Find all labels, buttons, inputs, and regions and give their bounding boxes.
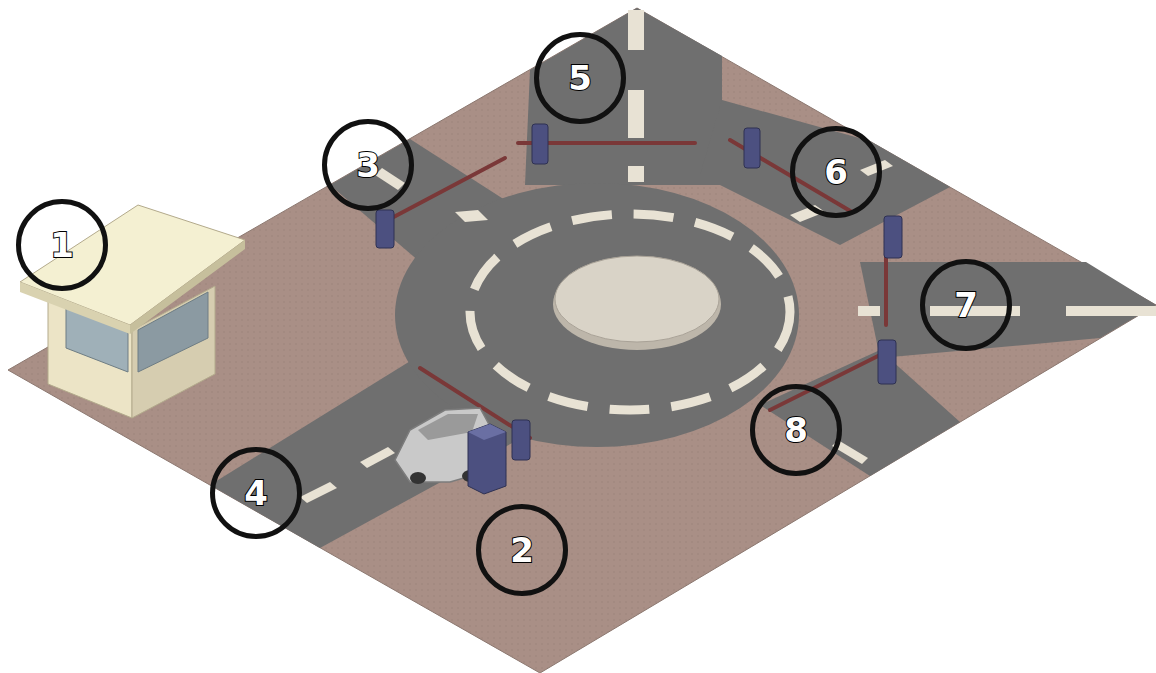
callout-number: 8: [784, 413, 808, 447]
lane-mark: [860, 160, 893, 176]
callout-circle: 7: [920, 259, 1012, 351]
callout-circle: 1: [16, 199, 108, 291]
callout-circle: 2: [476, 504, 568, 596]
lane-mark: [455, 210, 488, 222]
lane-mark: [628, 166, 644, 182]
lane-mark: [300, 482, 337, 503]
lane-mark: [1066, 306, 1156, 316]
lane-ring: [470, 214, 790, 410]
callout-circle: 6: [790, 126, 882, 218]
roundabout: [395, 183, 799, 447]
road-markings: [300, 10, 1156, 503]
callout-number: 7: [954, 288, 978, 322]
callout-circle: 4: [210, 447, 302, 539]
callout-circle: 3: [322, 119, 414, 211]
ground: [8, 8, 1156, 673]
lane-mark: [628, 90, 644, 138]
callout-number: 5: [568, 61, 592, 95]
road-southeast: [760, 350, 960, 476]
barrier-arms: [388, 140, 886, 438]
callout-circle: 5: [534, 32, 626, 124]
callout-circle: 8: [750, 384, 842, 476]
lane-mark: [628, 10, 644, 50]
callout-number: 6: [824, 155, 848, 189]
callout-number: 1: [50, 228, 74, 262]
lane-mark: [360, 447, 395, 468]
guard-booth: [20, 205, 245, 418]
central-island: [555, 256, 719, 342]
callout-number: 2: [510, 533, 534, 567]
road-north: [525, 8, 722, 185]
callout-number: 3: [356, 148, 380, 182]
callout-number: 4: [244, 476, 268, 510]
roads: [210, 8, 1156, 548]
lane-mark: [858, 306, 880, 316]
ticket-machine: [468, 424, 506, 494]
